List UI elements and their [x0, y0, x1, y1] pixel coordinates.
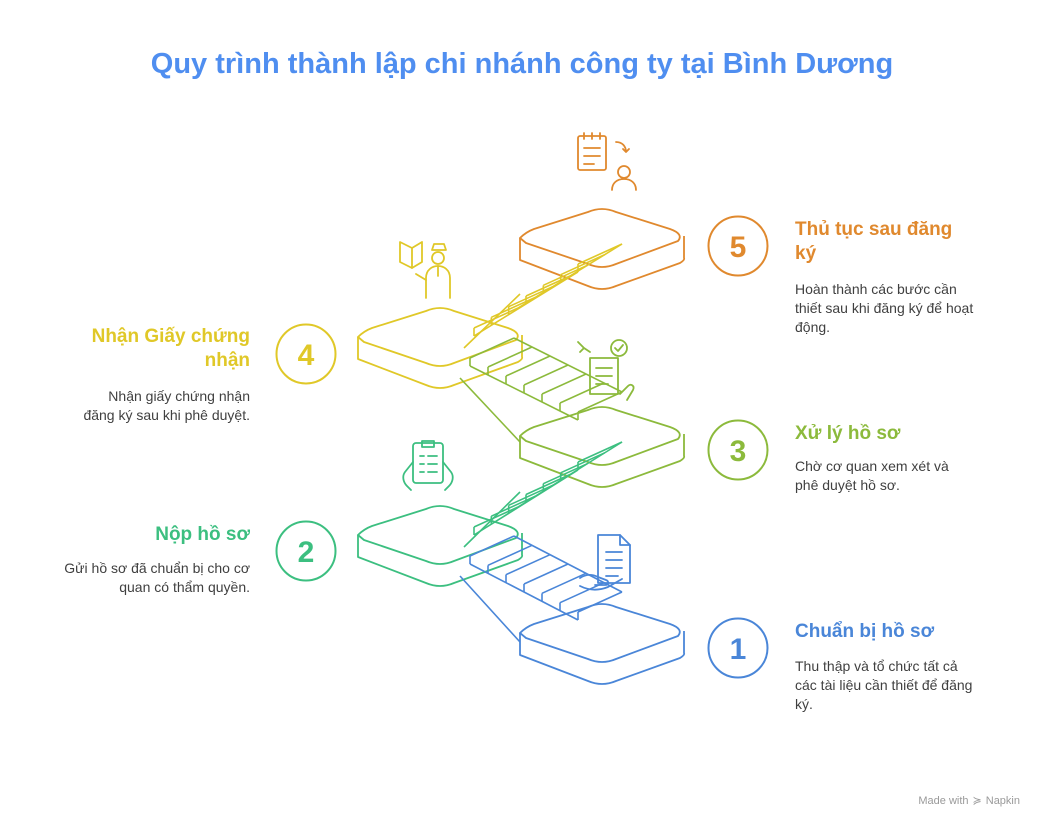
step-3-title: Xử lý hồ sơ [795, 423, 901, 444]
clipboard-hands-icon [402, 440, 454, 491]
staircase-4 [463, 243, 623, 349]
step-3-description: Chờ cơ quan xem xét và phê duyệt hồ sơ. [795, 458, 949, 493]
step-3-number: 3 [730, 435, 747, 468]
step-5-number: 5 [730, 231, 747, 264]
document-hand-icon [579, 534, 631, 591]
step-4-number: 4 [298, 339, 315, 372]
step-2-number-badge: 2 [275, 520, 337, 582]
certificate-person-icon [399, 241, 451, 299]
platform-4 [357, 307, 524, 389]
step-1-title: Chuẩn bị hồ sơ [795, 621, 935, 642]
notes-person-icon [577, 132, 637, 191]
step-1-number: 1 [730, 633, 747, 666]
page-title: Quy trình thành lập chi nhánh công ty tạ… [150, 48, 894, 80]
step-2-title: Nộp hồ sơ [155, 524, 250, 545]
step-5-description: Hoàn thành các bước cần thiết sau khi đă… [795, 281, 974, 335]
staircase-3 [459, 337, 623, 443]
platform-3 [519, 406, 686, 488]
platform-1 [519, 603, 686, 685]
credit-brand: Napkin [985, 794, 1020, 807]
step-4-description: Nhận giấy chứng nhận đăng ký sau khi phê… [83, 388, 250, 423]
platform-2 [357, 505, 524, 587]
staircase-1 [459, 535, 623, 643]
step-3-number-badge: 3 [707, 419, 769, 481]
step-4-number-badge: 4 [275, 323, 337, 385]
napkin-credit: Made with ≽ Napkin [918, 794, 1020, 808]
step-4-title: Nhận Giấy chứng nhận [91, 326, 250, 371]
step-5-title: Thủ tục sau đăng ký [795, 219, 953, 264]
step-2-number: 2 [298, 536, 315, 569]
credit-prefix: Made with [918, 794, 969, 807]
step-1-description: Thu thập và tổ chức tất cả các tài liệu … [795, 658, 973, 712]
step-1-number-badge: 1 [707, 617, 769, 679]
step-5-number-badge: 5 [707, 215, 769, 277]
napkin-logo-icon: ≽ [972, 795, 982, 807]
platform-5 [519, 208, 686, 290]
step-2-description: Gửi hồ sơ đã chuẩn bị cho cơ quan có thẩ… [64, 560, 250, 595]
checklist-review-icon [577, 339, 635, 401]
staircase-2 [463, 441, 623, 548]
